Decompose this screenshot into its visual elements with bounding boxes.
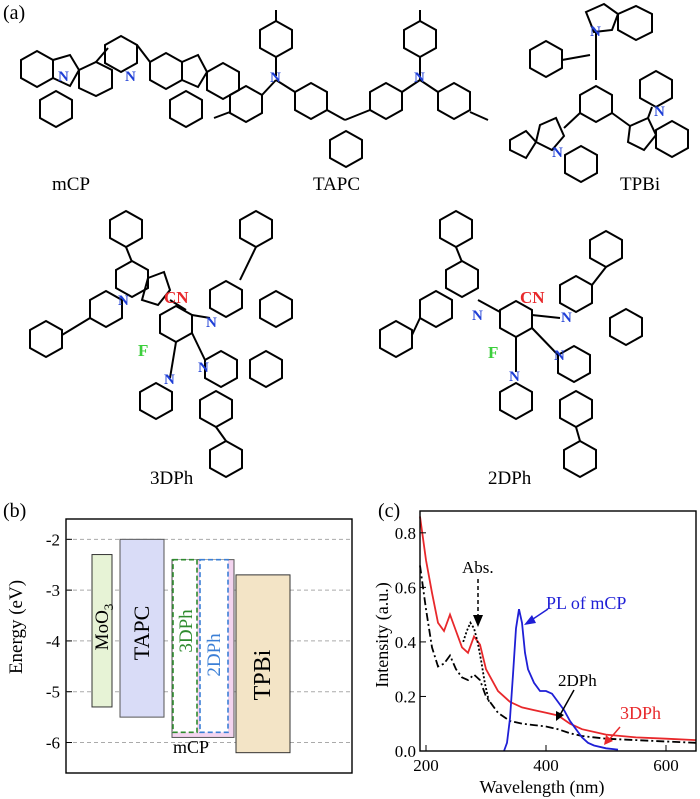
energy-level-tapc xyxy=(119,538,165,718)
atom-f: F xyxy=(488,343,498,362)
energy-tick-label: -5 xyxy=(46,683,60,702)
atom-cn: CN xyxy=(520,288,545,307)
spectra-axis-frame xyxy=(419,510,697,752)
series-abs- xyxy=(462,620,490,703)
energy-axis-frame xyxy=(65,518,353,774)
atom-n: N xyxy=(58,69,69,85)
atom-n: N xyxy=(118,293,129,309)
annotation-2dph-arrow xyxy=(559,689,575,716)
spectra-axis: 200 400 600 0.0 0.2 0.4 0.6 0.8 xyxy=(395,510,697,775)
atom-n: N xyxy=(590,24,601,40)
atom-n: N xyxy=(206,315,217,331)
annotation-2dph-arrowhead xyxy=(556,711,564,721)
spectra-y-axis-label: Intensity (a.u.) xyxy=(372,582,393,687)
spectra-x-tick-label: 600 xyxy=(653,756,679,775)
energy-label-mcp: mCP xyxy=(173,737,209,757)
panel-b-label: (b) xyxy=(3,500,27,522)
annotation-3dph-arrowhead xyxy=(604,735,613,745)
energy-level-diagram: -2 -3 -4 -5 -6 MoO3 TAPC 3DPh 2DPh TPBi mCP Energ… xyxy=(6,518,353,774)
spectra-series xyxy=(419,516,697,752)
spectra-x-tick-label: 400 xyxy=(533,756,559,775)
atom-n: N xyxy=(270,70,281,86)
structure-tpbi xyxy=(509,2,689,184)
spectra-y-tick-label: 0.8 xyxy=(395,524,416,543)
molecule-structures: N N N N N N N N N N N N N N N CN CN F F xyxy=(20,2,689,479)
spectra-chart: 200 400 600 0.0 0.2 0.4 0.6 0.8 Abs. PL of mCP 2D… xyxy=(372,510,697,798)
molecule-name-mcp: mCP xyxy=(52,174,91,195)
series-3dph xyxy=(419,516,697,741)
structure-tapc xyxy=(213,10,489,169)
structure-mcp xyxy=(20,34,240,129)
spectra-y-tick-label: 0.4 xyxy=(395,633,417,652)
annotation-2dph: 2DPh xyxy=(558,671,597,690)
atom-n: N xyxy=(554,348,565,364)
series-2dph xyxy=(419,565,697,744)
energy-level-3dph xyxy=(172,558,198,734)
annotation-pl-mcp: PL of mCP xyxy=(546,593,626,613)
energy-label-3dph: 3DPh xyxy=(176,609,197,653)
molecule-name-tapc: TAPC xyxy=(313,174,361,195)
spectra-x-axis-label: Wavelength (nm) xyxy=(479,777,604,798)
annotation-abs-arrowhead xyxy=(473,615,483,627)
atom-cn: CN xyxy=(164,288,189,307)
annotation-3dph: 3DPh xyxy=(620,703,661,723)
molecule-name-2dph: 2DPh xyxy=(488,468,532,489)
spectra-annotations: Abs. PL of mCP 2DPh 3DPh xyxy=(462,558,661,745)
annotation-pl-arrowhead xyxy=(524,615,536,625)
atom-n: N xyxy=(561,310,572,326)
energy-y-axis-label: Energy (eV) xyxy=(6,580,27,674)
energy-label-tapc: TAPC xyxy=(129,606,154,660)
atom-n: N xyxy=(654,104,665,120)
annotation-abs: Abs. xyxy=(462,558,494,577)
spectra-y-tick-label: 0.0 xyxy=(395,742,416,761)
atom-n: N xyxy=(509,369,520,385)
panel-c-label: (c) xyxy=(378,500,401,522)
energy-tick-label: -2 xyxy=(46,530,60,549)
panel-a-label: (a) xyxy=(3,2,26,24)
energy-bars: MoO3 TAPC 3DPh 2DPh TPBi mCP xyxy=(91,538,291,757)
energy-label-tpbi: TPBi xyxy=(250,649,276,700)
energy-label-moo3: MoO3 xyxy=(92,604,116,651)
molecule-name-tpbi: TPBi xyxy=(620,174,661,195)
energy-level-tpbi xyxy=(235,574,291,754)
structure-3dph xyxy=(29,209,293,479)
series-pl-of-mcp xyxy=(503,609,619,752)
energy-tick-label: -4 xyxy=(46,632,61,651)
atom-n: N xyxy=(125,69,136,85)
atom-n: N xyxy=(472,308,483,324)
energy-label-2dph: 2DPh xyxy=(204,633,225,677)
structure-2dph xyxy=(379,209,643,479)
spectra-y-tick-label: 0.2 xyxy=(395,687,416,706)
atom-n: N xyxy=(164,372,175,388)
atom-f: F xyxy=(138,341,148,360)
atom-n: N xyxy=(414,70,425,86)
energy-tick-label: -6 xyxy=(46,734,60,753)
energy-tick-label: -3 xyxy=(46,581,60,600)
spectra-y-tick-label: 0.6 xyxy=(395,578,416,597)
molecule-name-3dph: 3DPh xyxy=(150,468,194,489)
energy-level-2dph xyxy=(199,558,229,734)
atom-n: N xyxy=(552,145,563,161)
atom-n: N xyxy=(198,360,209,376)
spectra-x-tick-label: 200 xyxy=(413,756,439,775)
energy-level-moo3 xyxy=(91,554,113,708)
